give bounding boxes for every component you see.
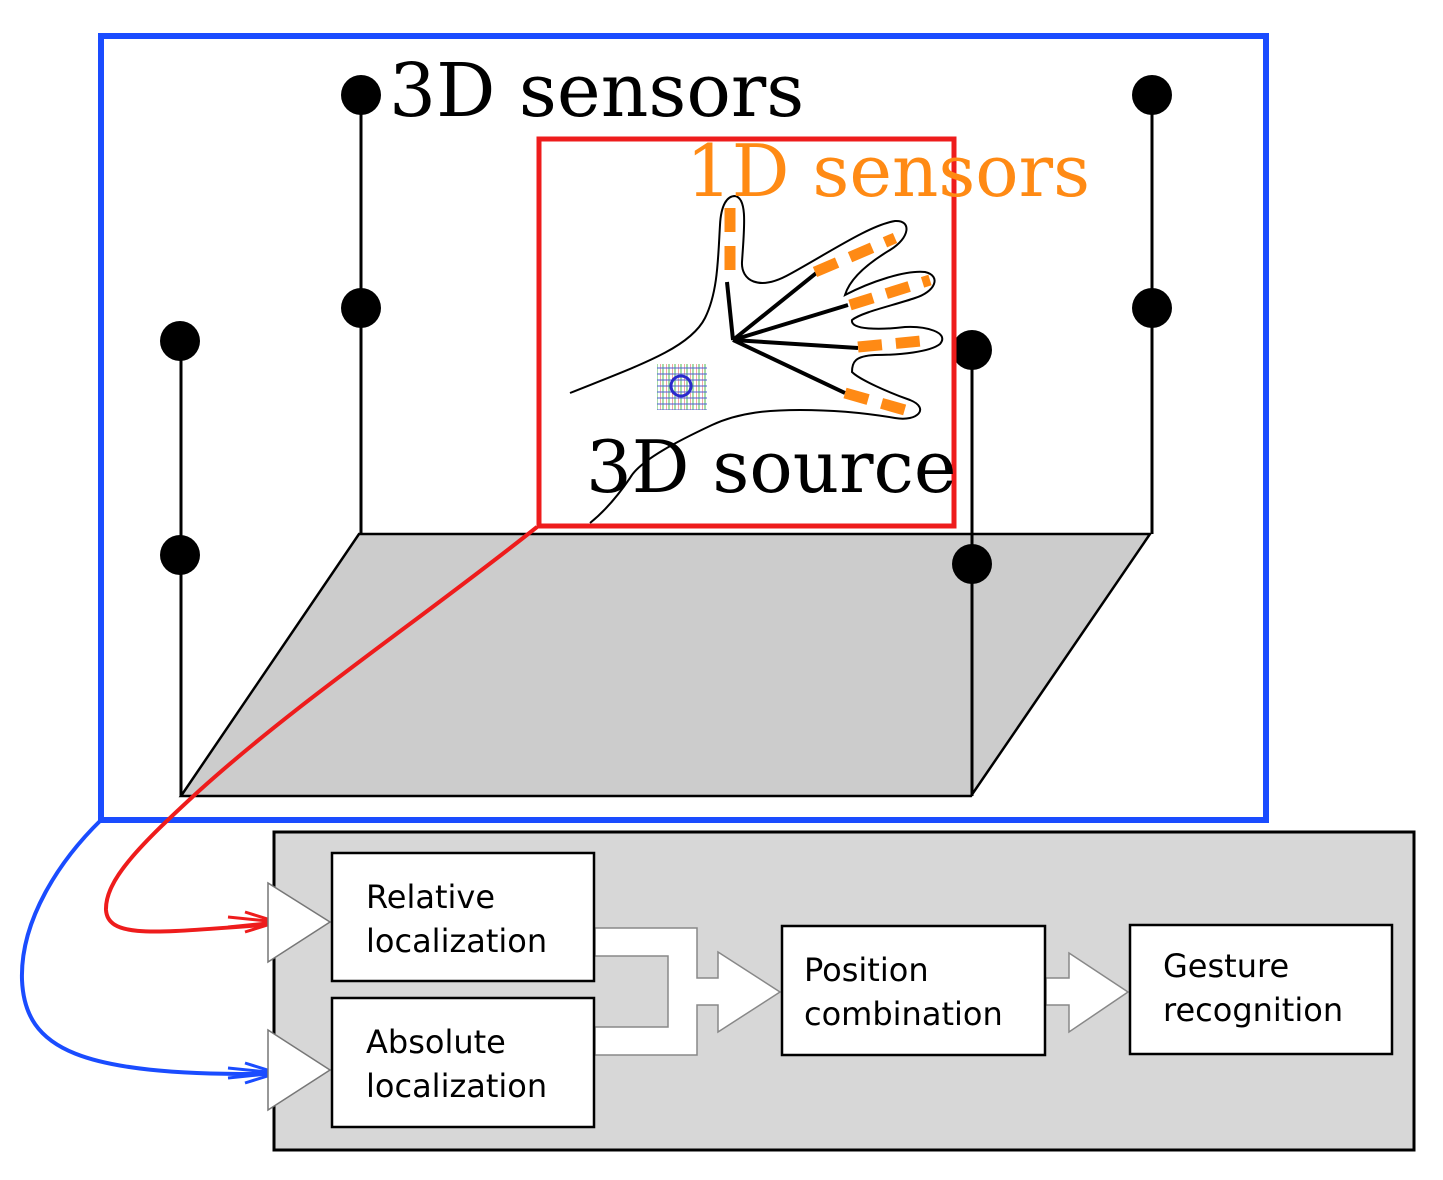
combination-line-2: combination [804, 995, 1003, 1033]
position-combination-box: Position combination [780, 924, 1047, 1057]
relative-localization-box: Relative localization [330, 851, 596, 983]
floor-plane [178, 532, 1153, 798]
3d-sensor-node [1132, 288, 1172, 328]
1d-sensor-strips [724, 208, 933, 418]
3d-zone-frame [98, 33, 1269, 823]
relative-signal-curve [103, 525, 539, 934]
3d-sensor-nodes [160, 75, 1172, 584]
label-3d-source: 3D source [586, 425, 956, 509]
absolute-signal-curve [19, 818, 266, 1077]
absolute-localization-box: Absolute localization [330, 996, 596, 1129]
3d-sensor-node [160, 535, 200, 575]
relative-line-1: Relative [366, 878, 495, 916]
3d-sensor-node [341, 288, 381, 328]
absolute-input-arrow [267, 1028, 332, 1112]
3d-sensor-node [952, 544, 992, 584]
3d-sensor-node [160, 321, 200, 361]
label-3d-sensors: 3D sensors [389, 48, 804, 134]
1d-zone-frame [536, 136, 957, 529]
3d-source-emitter [657, 364, 707, 410]
3d-sensor-node [341, 75, 381, 115]
absolute-line-1: Absolute [366, 1023, 506, 1061]
relative-input-arrow [267, 881, 332, 964]
combination-to-gesture-arrow [1045, 951, 1130, 1034]
absolute-line-2: localization [366, 1067, 547, 1105]
merge-connector [594, 927, 782, 1056]
3d-sensor-node [1132, 75, 1172, 115]
3d-sensor-node [952, 330, 992, 370]
relative-line-2: localization [366, 922, 547, 960]
label-1d-sensors: 1D sensors [686, 129, 1090, 213]
hand-outline [569, 194, 944, 524]
combination-line-1: Position [804, 951, 929, 989]
gesture-line-2: recognition [1163, 991, 1343, 1029]
hand-bones [725, 268, 859, 395]
gesture-recognition-box: Gesture recognition [1128, 923, 1394, 1056]
gesture-line-1: Gesture [1163, 947, 1289, 985]
